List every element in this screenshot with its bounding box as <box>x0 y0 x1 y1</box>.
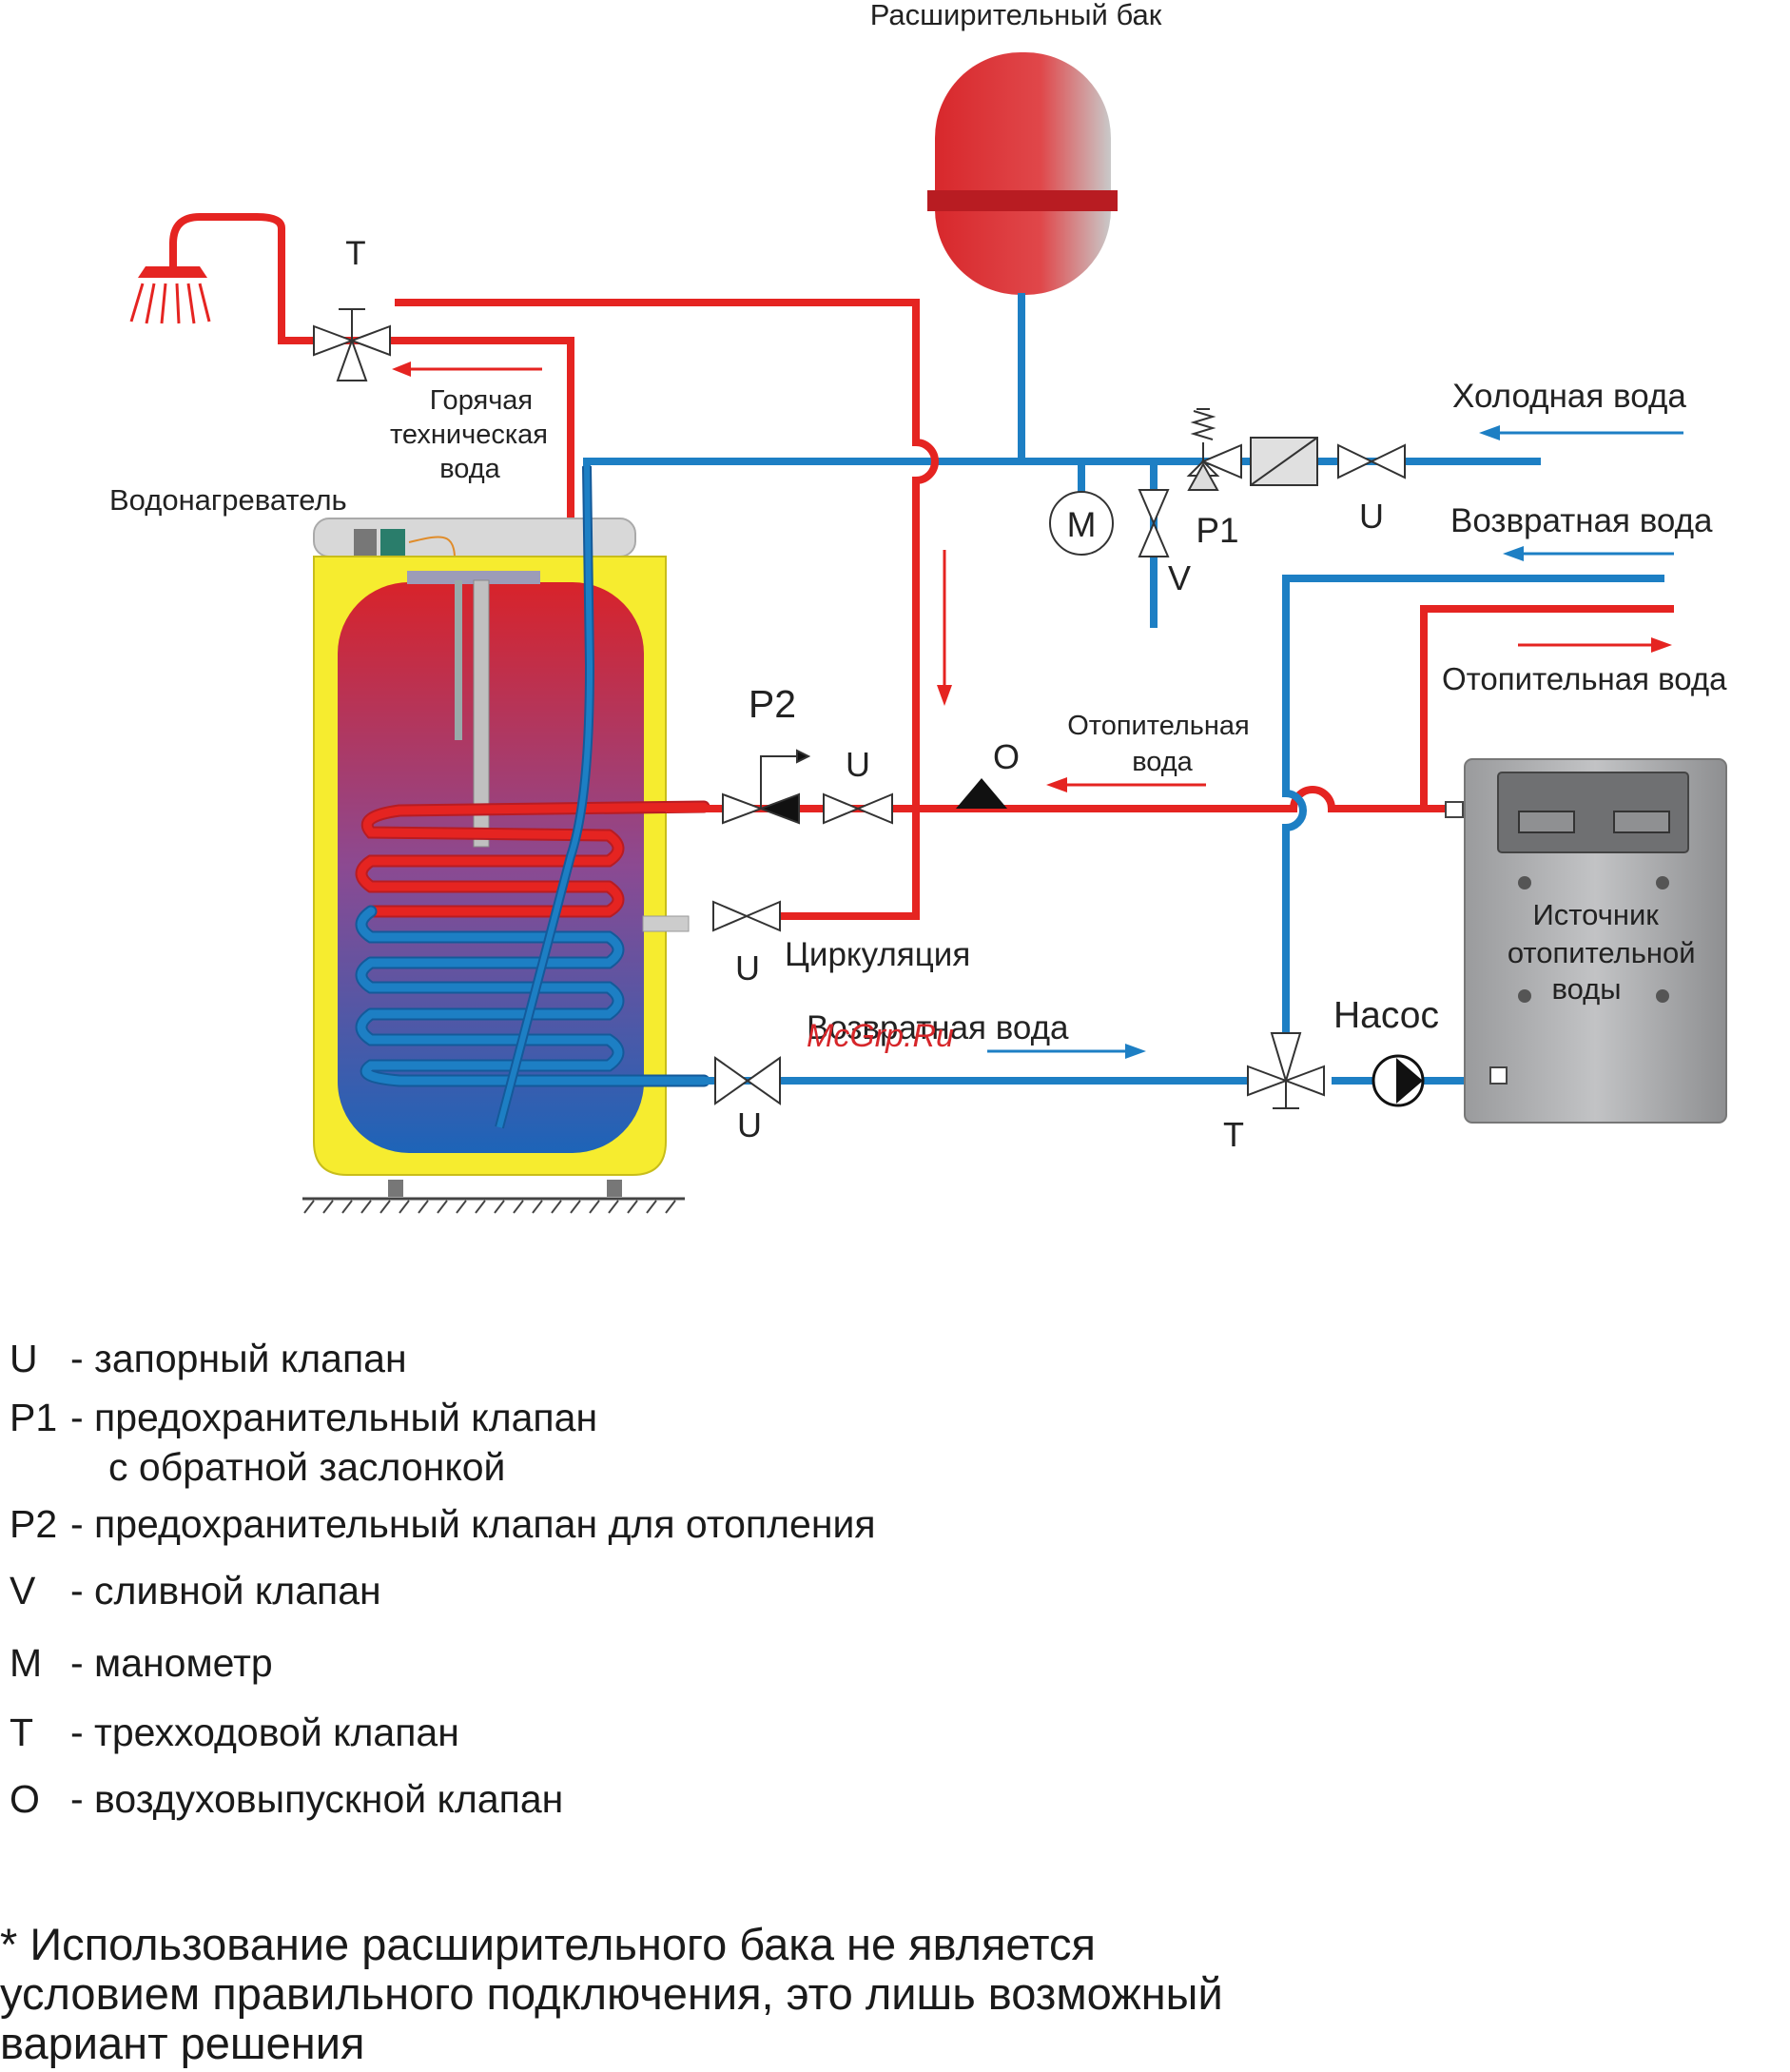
water-heater-label: Водонагреватель <box>109 483 347 517</box>
legend-item: M- манометр <box>10 1641 273 1685</box>
hot-water-flow-arrow <box>392 362 542 377</box>
shower-head-icon <box>129 266 211 324</box>
pump-icon <box>1372 1054 1425 1107</box>
down-flow-arrow <box>937 550 952 706</box>
legend-item: P2- предохранительный клапан для отоплен… <box>10 1502 876 1546</box>
expansion-tank <box>927 52 1118 461</box>
shutoff-valve-circulation-icon <box>712 900 781 932</box>
check-valve-icon <box>1250 437 1318 486</box>
legend-item: T- трехходовой клапан <box>10 1710 459 1754</box>
cold-inlet-pipe <box>495 465 595 1129</box>
safety-valve-p2-icon <box>722 749 811 825</box>
expansion-tank-label: Расширительный бак <box>870 0 1162 31</box>
valve-code-u-cold: U <box>1359 497 1384 536</box>
three-way-valve-bottom-icon <box>1247 1032 1325 1109</box>
legend-item: O- воздуховыпускной клапан <box>10 1777 564 1821</box>
device-code-m: M <box>1067 505 1097 544</box>
circulation-label: Циркуляция <box>785 936 970 973</box>
heating-water-top-label: Отопительная вода <box>1442 661 1727 696</box>
valve-code-t-bottom: T <box>1223 1115 1244 1154</box>
valve-code-u-circulation: U <box>735 948 760 987</box>
legend-item: V- сливной клапан <box>10 1569 381 1613</box>
cold-water-flow-arrow <box>1479 425 1683 440</box>
cold-water-line <box>583 458 1541 656</box>
hot-water-label: Горячая техническая вода <box>390 385 555 484</box>
valve-code-p2: P2 <box>749 682 796 726</box>
valve-code-t-top: T <box>345 235 365 272</box>
watermark: McGrp.Ru <box>807 1018 954 1054</box>
valve-code-o: O <box>993 737 1020 776</box>
heating-supply-line <box>666 605 1674 812</box>
heating-water-mid-label: Отопительная вода <box>1067 711 1257 777</box>
cold-water-label: Холодная вода <box>1452 378 1686 415</box>
shutoff-valve-cold-icon <box>1337 443 1406 479</box>
manometer-icon <box>1049 491 1114 556</box>
heating-coil <box>355 800 710 1087</box>
heat-source-unit <box>1445 758 1727 1124</box>
heating-water-flow-arrow <box>1046 777 1206 792</box>
legend-item-continuation: с обратной заслонкой <box>108 1445 506 1489</box>
legend-item: U- запорный клапан <box>10 1337 407 1380</box>
return-flow-arrow <box>987 1044 1146 1059</box>
heating-top-flow-arrow <box>1518 637 1672 653</box>
air-vent-o-icon <box>956 778 1007 809</box>
shutoff-valve-return-icon <box>714 1056 781 1105</box>
return-water-bottom-label: Возвратная вода <box>807 1009 1069 1046</box>
return-water-top-label: Возвратная вода <box>1450 502 1713 539</box>
valve-code-u-supply: U <box>846 745 870 784</box>
heat-source-label: Источник отопительной воды <box>1508 898 1703 1006</box>
three-way-valve-top-icon <box>313 308 391 381</box>
footnote: * Использование расширительного бака не … <box>0 1919 1223 2068</box>
shutoff-valve-supply-icon <box>823 792 893 825</box>
valve-code-v: V <box>1168 558 1191 597</box>
heating-scheme-diagram: Расширительный бак T Гор <box>109 0 1727 1214</box>
circulation-port <box>642 915 690 932</box>
valve-code-p1: P1 <box>1196 511 1238 550</box>
legend-item: P1- предохранительный клапан <box>10 1396 598 1439</box>
pump-label: Насос <box>1333 995 1439 1036</box>
drain-valve-icon <box>1138 489 1170 557</box>
valve-code-u-return: U <box>737 1105 762 1144</box>
return-top-flow-arrow <box>1503 546 1674 561</box>
hot-water-line <box>169 213 939 920</box>
safety-valve-p1-icon <box>1186 408 1242 491</box>
